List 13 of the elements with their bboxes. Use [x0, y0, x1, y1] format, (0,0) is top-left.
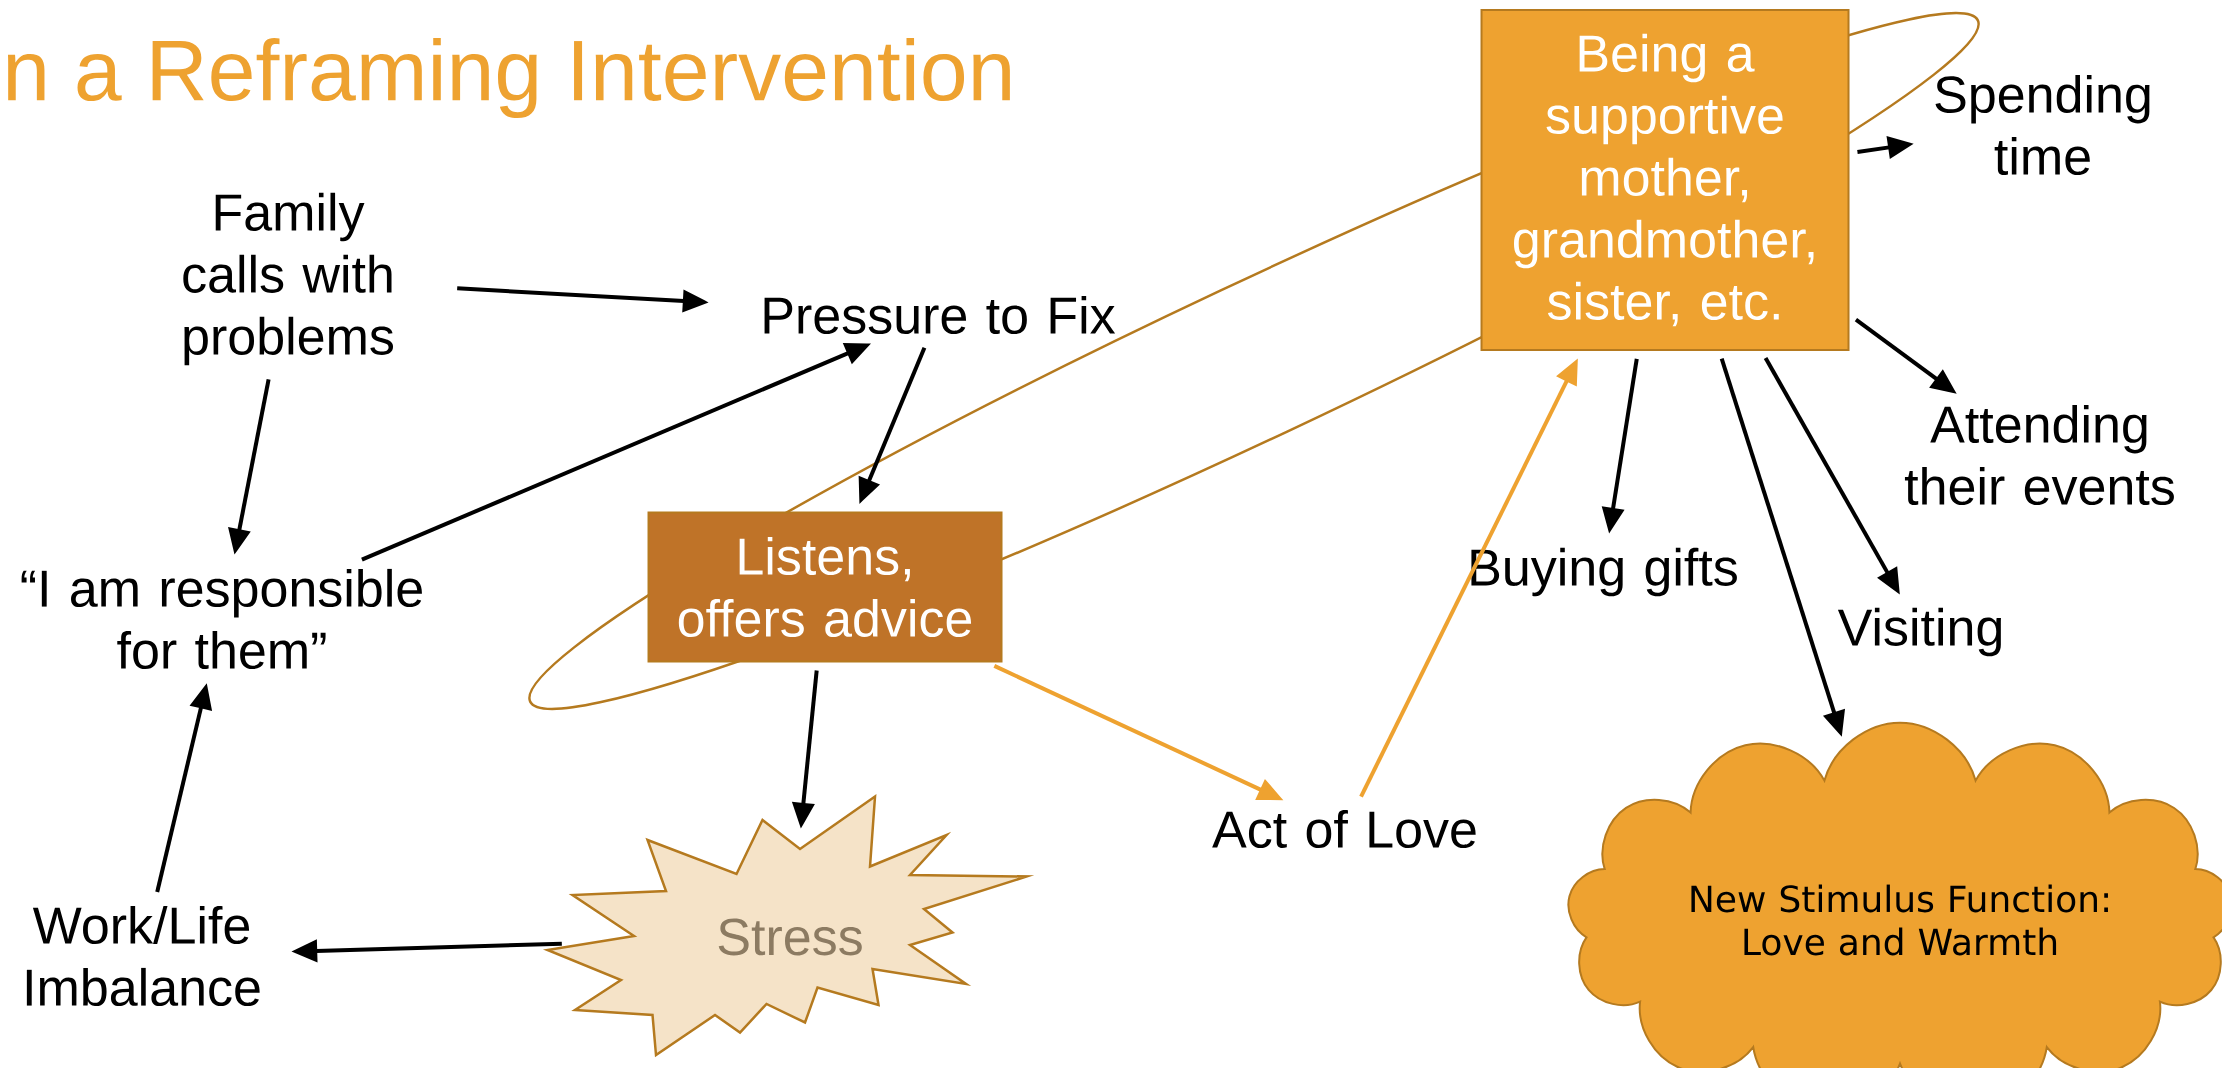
- node-label: Attending their events: [1904, 404, 2174, 506]
- node-label: “I am responsible for them”: [21, 568, 422, 670]
- node-label: Family calls with problems: [183, 192, 393, 366]
- node-label: Pressure to Fix: [764, 295, 1116, 335]
- process-box: Listens, offers advice: [647, 511, 1003, 663]
- node-label: Act of Love: [1212, 809, 1476, 849]
- process-box: Being a supportive mother, grandmother, sister, etc.: [1480, 9, 1850, 351]
- node-label: Spending time: [1935, 74, 2150, 176]
- node-label: Buying gifts: [1471, 547, 1737, 597]
- stress-label: Stress: [718, 918, 862, 956]
- node-label: Work/Life Imbalance: [26, 905, 260, 1007]
- title: n a Reframing Intervention: [7, 37, 1010, 119]
- node-label: Visiting: [1837, 607, 2001, 657]
